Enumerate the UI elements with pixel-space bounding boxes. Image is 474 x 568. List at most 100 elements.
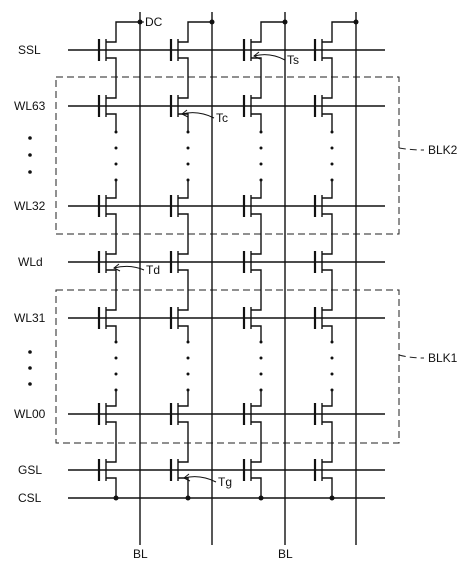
csl-node-3 (258, 495, 264, 501)
ssl-label: SSL (18, 43, 41, 57)
continuation-dots (28, 130, 334, 392)
td-arrow (113, 265, 145, 271)
transistor-source-gsl (106, 477, 117, 481)
transistor-drain-wl00 (322, 403, 333, 407)
blk2-leader (398, 147, 425, 151)
transistor-drain-wld (178, 251, 189, 255)
dc-node (137, 19, 143, 25)
transistor-drain-wld (106, 251, 117, 255)
string-1 (97, 21, 140, 498)
tg-label: Tg (218, 475, 232, 489)
ellipsis-dot (259, 178, 263, 182)
ellipsis-dot (186, 146, 190, 150)
label-ellipsis-dot (28, 153, 32, 157)
annotation-arrows (113, 21, 425, 483)
ellipsis-dot (186, 388, 190, 392)
transistor-source-ssl (106, 57, 117, 61)
csl-node-1 (113, 495, 119, 501)
ellipsis-dot (114, 130, 118, 134)
transistor-source-wl32 (322, 213, 333, 217)
ellipsis-dot (186, 372, 190, 376)
ellipsis-dot (186, 340, 190, 344)
tg-arrow (183, 476, 217, 483)
bit-lines (139, 12, 357, 545)
transistor-drain-wl63 (178, 95, 189, 99)
ellipsis-dot (259, 388, 263, 392)
transistor-source-wld (251, 269, 262, 273)
ellipsis-dot (330, 340, 334, 344)
wl00-label: WL00 (14, 407, 46, 421)
blk1-label: BLK1 (428, 351, 458, 365)
ellipsis-dot (259, 146, 263, 150)
transistor-source-ssl (251, 57, 262, 61)
transistor-drain-wl63 (251, 95, 262, 99)
ellipsis-dot (114, 372, 118, 376)
csl-label: CSL (18, 491, 42, 505)
block-blk1-outline (55, 289, 400, 444)
ellipsis-dot (330, 388, 334, 392)
transistor-source-wl00 (251, 421, 262, 425)
label-ellipsis-dot (28, 350, 32, 354)
ellipsis-dot (330, 372, 334, 376)
ellipsis-dot (259, 340, 263, 344)
transistor-drain-ssl (178, 39, 189, 43)
transistor-drain-wl31 (322, 307, 333, 311)
label-ellipsis-dot (28, 170, 32, 174)
ellipsis-dot (259, 130, 263, 134)
transistor-drain-gsl (322, 459, 333, 463)
ellipsis-dot (330, 178, 334, 182)
transistor-source-wl31 (251, 325, 262, 329)
ellipsis-dot (114, 146, 118, 150)
ellipsis-dot (330, 356, 334, 360)
csl-node-4 (329, 495, 335, 501)
ellipsis-dot (114, 340, 118, 344)
transistor-source-ssl (178, 57, 189, 61)
label-ellipsis-dot (28, 136, 32, 140)
ts-label: Ts (287, 53, 299, 67)
wl31-label: WL31 (14, 311, 46, 325)
td-arrowhead (113, 263, 121, 272)
transistor-source-gsl (251, 477, 262, 481)
transistor-drain-gsl (251, 459, 262, 463)
transistor-drain-wl31 (106, 307, 117, 311)
transistor-source-wl32 (178, 213, 189, 217)
bl-right-label: BL (278, 547, 293, 561)
transistor-source-wl32 (106, 213, 117, 217)
bl-left-label: BL (133, 547, 148, 561)
transistor-source-wl63 (106, 113, 117, 117)
ellipsis-dot (186, 130, 190, 134)
ellipsis-dot (330, 130, 334, 134)
transistor-source-wl63 (322, 113, 333, 117)
blk1-leader (398, 354, 425, 359)
transistor-drain-ssl (106, 39, 117, 43)
transistor-drain-wl00 (251, 403, 262, 407)
transistor-drain-wl32 (322, 195, 333, 199)
line-labels: SSL WL63 WL32 WLd WL31 WL00 GSL CSL (14, 43, 46, 505)
transistor-drain-ssl (322, 39, 333, 43)
label-ellipsis-dot (28, 366, 32, 370)
ellipsis-dot (114, 388, 118, 392)
label-ellipsis-dot (28, 382, 32, 386)
transistor-source-wl31 (106, 325, 117, 329)
transistor-drain-gsl (178, 459, 189, 463)
top-node-2 (209, 19, 215, 25)
wld-label: WLd (18, 255, 43, 269)
tc-arrowhead (181, 109, 189, 118)
ellipsis-dot (114, 178, 118, 182)
tc-arrow (181, 112, 215, 119)
transistor-drain-wl31 (178, 307, 189, 311)
string-2 (169, 21, 212, 498)
transistor-source-wl32 (251, 213, 262, 217)
wl63-label: WL63 (14, 99, 46, 113)
drain-wire (331, 21, 356, 39)
dc-label: DC (145, 15, 163, 29)
transistor-source-gsl (322, 477, 333, 481)
transistor-drain-wl63 (106, 95, 117, 99)
transistor-drain-wl32 (106, 195, 117, 199)
top-node-3 (282, 19, 288, 25)
tc-label: Tc (216, 111, 228, 125)
transistor-drain-wl32 (178, 195, 189, 199)
drain-wire (187, 21, 212, 39)
td-label: Td (146, 263, 160, 277)
ellipsis-dot (186, 178, 190, 182)
